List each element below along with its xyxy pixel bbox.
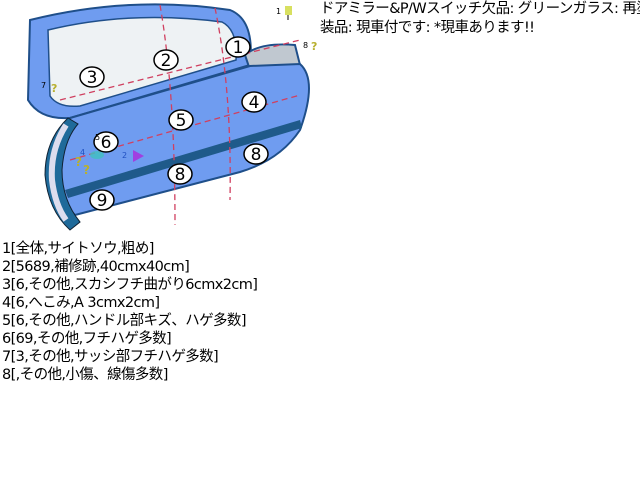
svg-text:2: 2	[122, 151, 127, 160]
area-label-9[interactable]: 9	[89, 189, 115, 211]
svg-text:1: 1	[233, 38, 244, 58]
pin-icon	[285, 6, 292, 15]
vehicle-notes: ドアミラー&P/Wスイッチ欠品: グリーンガラス: 再塗 装品: 現車付です: …	[320, 0, 640, 38]
area-label-6[interactable]: 6	[93, 131, 119, 153]
svg-text:5: 5	[176, 111, 187, 131]
door-damage-diagram: 1 2 3 4 5 6 8 8 9 1 8? 7? 5?? 4 2	[26, 3, 317, 231]
note-line: 装品: 現車付です: *現車あります!!	[320, 20, 535, 36]
marker-2[interactable]: 2	[122, 150, 144, 162]
area-label-3[interactable]: 3	[79, 66, 105, 88]
door-edge-inner	[48, 123, 69, 222]
list-item: 8[,その他,小傷、線傷多数]	[2, 367, 168, 383]
marker-1[interactable]: 1	[276, 6, 292, 20]
list-item: 1[全体,サイトソウ,粗め]	[2, 241, 154, 257]
side-molding	[65, 120, 302, 198]
svg-text:8: 8	[175, 165, 186, 185]
list-item: 5[6,その他,ハンドル部キズ、ハゲ多数]	[2, 313, 246, 329]
panel-divider	[214, 7, 231, 201]
svg-text:9: 9	[97, 191, 108, 211]
svg-text:4: 4	[249, 93, 260, 113]
svg-text:6: 6	[101, 133, 112, 153]
svg-text:1: 1	[276, 7, 281, 16]
svg-text:3: 3	[87, 68, 98, 88]
question-icon: ?	[51, 82, 57, 95]
area-label-4[interactable]: 4	[241, 91, 267, 113]
svg-text:8: 8	[303, 41, 308, 50]
svg-text:4: 4	[80, 148, 85, 157]
marker-5[interactable]: 5??	[75, 133, 100, 177]
area-label-8b[interactable]: 8	[167, 163, 193, 185]
list-item: 3[6,その他,スカシフチ曲がり6cmx2cm]	[2, 277, 258, 293]
question-icon: ?	[75, 155, 82, 169]
note-line: ドアミラー&P/Wスイッチ欠品: グリーンガラス: 再塗	[320, 1, 640, 17]
dent-icon	[90, 151, 104, 159]
area-label-1[interactable]: 1	[225, 36, 251, 58]
question-icon: ?	[83, 163, 90, 177]
marker-7[interactable]: 7?	[41, 81, 57, 95]
damage-list: 1[全体,サイトソウ,粗め] 2[5689,補修跡,40cmx40cm] 3[6…	[2, 240, 258, 384]
panel-divider	[59, 39, 301, 101]
area-label-8[interactable]: 8	[243, 143, 269, 165]
list-item: 6[69,その他,フチハゲ多数]	[2, 331, 172, 347]
marker-4[interactable]: 4	[80, 148, 104, 159]
repair-icon	[133, 150, 144, 162]
svg-text:2: 2	[161, 51, 172, 71]
area-label-2[interactable]: 2	[153, 49, 179, 71]
list-item: 7[3,その他,サッシ部フチハゲ多数]	[2, 349, 219, 365]
list-item: 4[6,へこみ,A 3cmx2cm]	[2, 295, 160, 311]
list-item: 2[5689,補修跡,40cmx40cm]	[2, 259, 190, 275]
marker-8[interactable]: 8?	[303, 40, 317, 53]
panel-divider	[159, 4, 176, 226]
area-label-5[interactable]: 5	[168, 109, 194, 131]
question-icon: ?	[311, 40, 317, 53]
svg-text:8: 8	[251, 145, 262, 165]
svg-text:5: 5	[95, 133, 100, 142]
svg-text:7: 7	[41, 81, 46, 90]
